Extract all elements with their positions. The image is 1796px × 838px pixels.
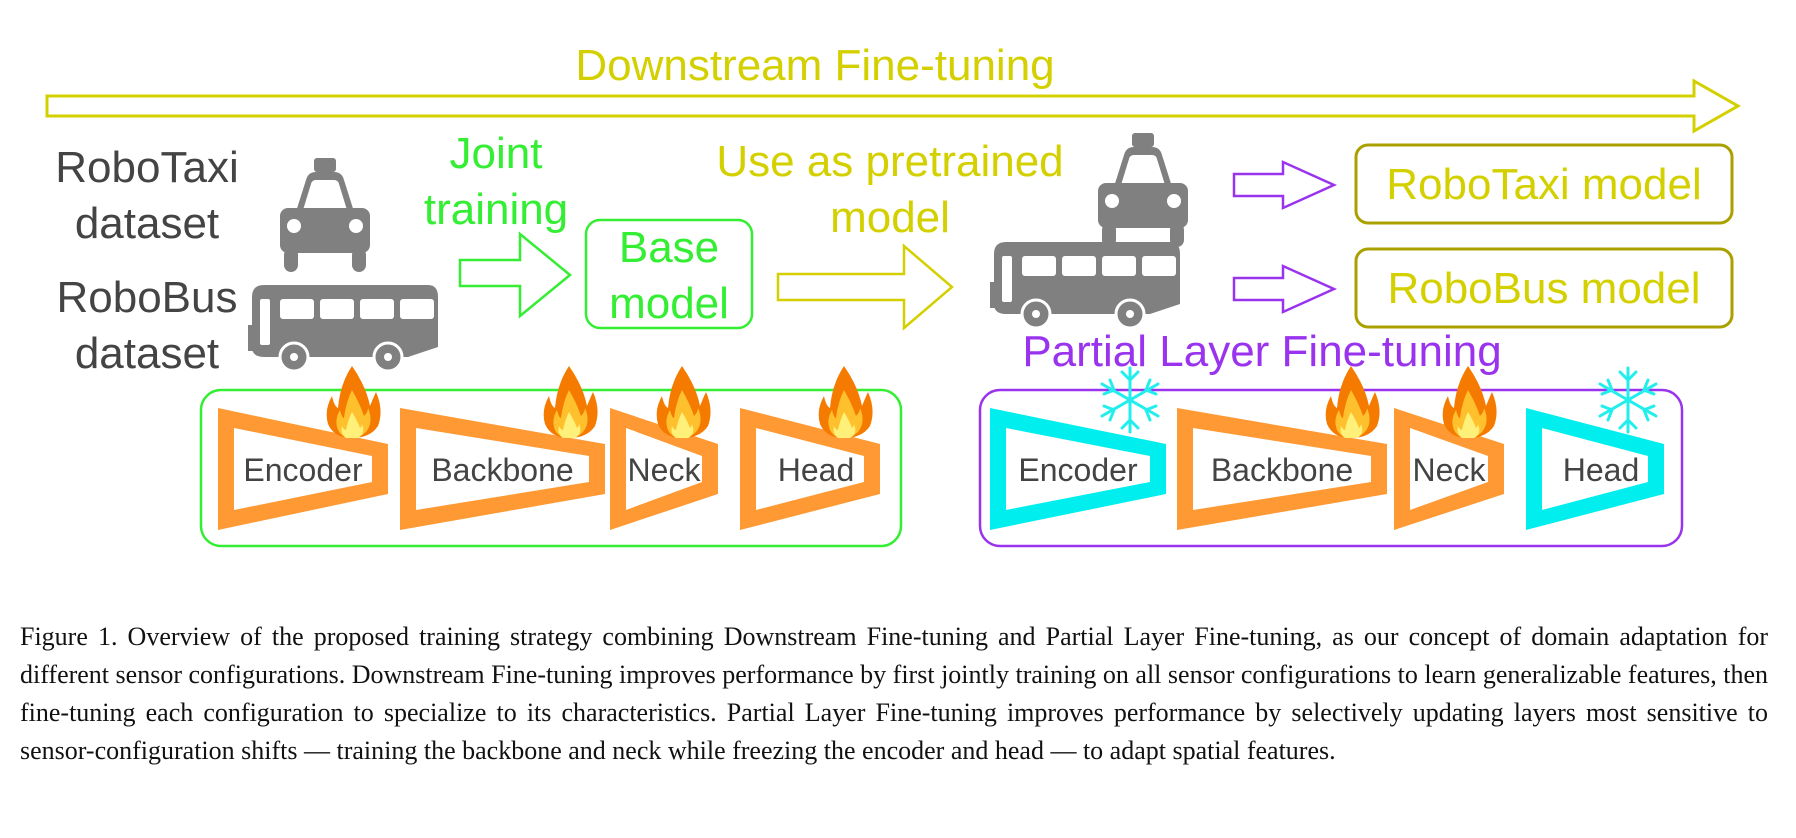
layer-label: Backbone: [1211, 452, 1353, 488]
joint-training-line1: Joint: [450, 129, 543, 178]
layer-trapezoid-inner: [234, 428, 372, 510]
caption-text: Overview of the proposed training strate…: [20, 622, 1769, 765]
joint-training-arrow: [458, 231, 572, 319]
joint-layers-box: [199, 388, 903, 548]
layer-label: Neck: [628, 452, 702, 488]
layer-trapezoid-inner: [1006, 428, 1150, 510]
taxi-icon: [280, 158, 370, 272]
downstream-title: Downstream Fine-tuning: [575, 41, 1054, 90]
fire-icon: [818, 366, 873, 438]
pretrained-arrow: [776, 243, 954, 331]
joint-training-line2: training: [424, 185, 568, 234]
dataset-robotaxi: RoboTaxi dataset: [55, 143, 238, 248]
pretrained-line2: model: [830, 193, 950, 242]
taxi-icon: [1098, 133, 1188, 247]
layer-trapezoid-inner: [416, 428, 589, 510]
joint-layer-encoder: Encoder: [218, 366, 388, 530]
dataset-robobus-line2: dataset: [75, 329, 219, 378]
base-model-box: [584, 218, 754, 330]
robotaxi-model-label: RoboTaxi model: [1386, 160, 1702, 209]
partial-layers-box: [978, 388, 1684, 548]
partial-layer-encoder: Encoder: [990, 366, 1166, 530]
bus-icon: [988, 240, 1182, 330]
snowflake-icon: [1100, 366, 1160, 434]
bus-icon: [246, 283, 440, 373]
layer-label: Head: [1563, 452, 1640, 488]
joint-layer-head: Head: [740, 366, 880, 530]
robobus-model-label: RoboBus model: [1387, 264, 1700, 313]
partial-layers-group: Encoder Backbone Neck Head: [990, 366, 1664, 530]
fire-icon: [1325, 366, 1380, 438]
layer-label: Encoder: [243, 452, 363, 488]
layer-trapezoid-inner: [756, 428, 864, 510]
dataset-robobus-line1: RoboBus: [56, 273, 237, 322]
dataset-robobus: RoboBus dataset: [56, 273, 237, 378]
dataset-robotaxi-line2: dataset: [75, 199, 219, 248]
figure-caption: Figure 1. Overview of the proposed train…: [20, 618, 1768, 770]
dataset-robotaxi-line1: RoboTaxi: [55, 143, 238, 192]
snowflake-icon: [1598, 366, 1658, 434]
layer-label: Backbone: [431, 452, 573, 488]
layer-trapezoid-inner: [1542, 428, 1648, 510]
robotaxi-model-box: [1354, 143, 1734, 225]
joint-layers-group: Encoder Backbone Neck Head: [218, 366, 880, 530]
base-model-line2: model: [609, 279, 729, 328]
layer-trapezoid-inner: [1410, 428, 1488, 510]
base-model-line1: Base: [619, 223, 719, 272]
fire-icon: [656, 366, 711, 438]
fire-icon: [1442, 366, 1497, 438]
caption-label: Figure 1.: [20, 622, 118, 651]
joint-layer-backbone: Backbone: [400, 366, 605, 530]
partial-layer-head: Head: [1526, 366, 1664, 530]
fire-icon: [326, 366, 381, 438]
downstream-arrow: [45, 78, 1742, 134]
fire-icon: [543, 366, 598, 438]
partial-layer-backbone: Backbone: [1177, 366, 1387, 530]
layer-label: Neck: [1413, 452, 1487, 488]
robobus-arrow: [1232, 264, 1338, 314]
partial-layer-neck: Neck: [1394, 366, 1504, 530]
joint-layer-neck: Neck: [610, 366, 718, 530]
training-strategy-diagram: Downstream Fine-tuning RoboTaxi dataset …: [45, 41, 1742, 548]
layer-trapezoid-inner: [1193, 428, 1371, 510]
robotaxi-arrow: [1232, 160, 1338, 210]
layer-label: Encoder: [1018, 452, 1138, 488]
pretrained-line1: Use as pretrained: [716, 137, 1063, 186]
layer-trapezoid-inner: [626, 428, 702, 510]
layer-label: Head: [778, 452, 855, 488]
partial-title: Partial Layer Fine-tuning: [1022, 327, 1501, 376]
robobus-model-box: [1354, 247, 1734, 329]
